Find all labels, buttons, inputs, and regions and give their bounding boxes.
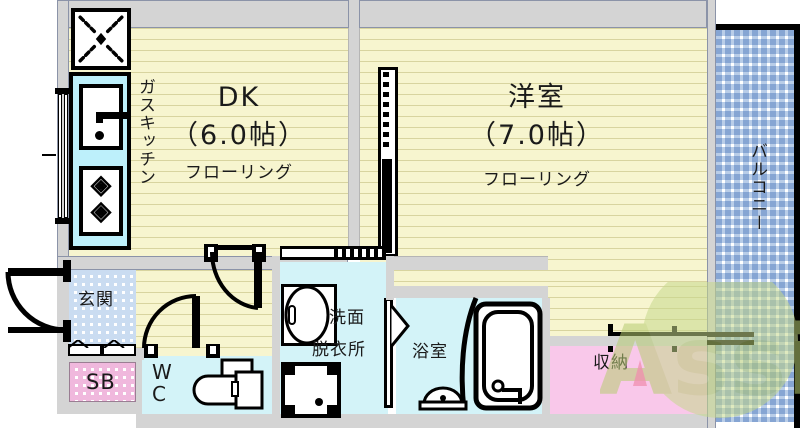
shoebox-cabinet-doors[interactable] (68, 340, 138, 356)
washbasin-vanity-icon (281, 284, 337, 346)
label-shoebox: SB (86, 370, 116, 394)
sink-faucet-icon (96, 112, 130, 119)
gas-stove-icon (79, 166, 123, 236)
door-jamb-bottom (63, 320, 71, 342)
label-bedroom-name: 洋室 (508, 82, 566, 113)
bath-folding-door[interactable] (384, 298, 410, 408)
label-bath: 浴室 (412, 342, 448, 362)
hall-floor (136, 270, 272, 356)
label-closet: 収納 (593, 353, 629, 373)
sink-faucet-base-icon (96, 112, 103, 123)
entrance-door[interactable] (0, 258, 72, 348)
label-wc-c: C (152, 382, 167, 406)
sliding-door-dk-bedroom[interactable] (378, 67, 398, 257)
door-jamb-top (63, 260, 71, 282)
wall-balcony-inner (707, 0, 716, 428)
label-dk-name: DK (217, 82, 261, 113)
label-washroom-bottom: 脱衣所 (312, 340, 366, 360)
label-wc-w: W (152, 360, 173, 384)
wc-door-jambs (144, 344, 220, 358)
exterior-wall-top (57, 0, 707, 28)
label-bedroom-finish: フローリング (483, 170, 591, 190)
sink-drain-icon (95, 131, 104, 140)
label-balcony: バルコニー (747, 142, 767, 232)
wall-bath-top (388, 286, 548, 298)
wall-bath-bottom (396, 414, 548, 428)
shower-seat-icon (418, 386, 468, 412)
label-dk-size: （6.0帖） (171, 120, 307, 151)
label-entrance: 玄関 (78, 290, 114, 310)
label-washroom-top: 洗面 (329, 308, 365, 328)
wall-above-shoebox (69, 354, 136, 362)
wall-bedroom-bath-divider (388, 256, 548, 270)
dk-door-swing[interactable] (206, 250, 272, 314)
window-kitchen (55, 88, 71, 224)
wall-segment-top-divider (348, 0, 360, 28)
bath-partition-curve (456, 296, 480, 412)
balcony-wall-top (716, 24, 800, 30)
shoebox-floor (69, 362, 136, 402)
window-kitchen-centerline (42, 154, 56, 156)
wall-hall-bottom-left (136, 348, 144, 360)
bathtub-icon (472, 300, 544, 412)
label-bedroom-size: （7.0帖） (469, 120, 605, 151)
wall-washroom-left (272, 256, 280, 428)
wall-closet-bottom (548, 414, 707, 428)
washroom-sliding-door[interactable] (280, 246, 386, 260)
wall-wc-bottom (136, 414, 278, 428)
wall-stub-washroom-bath (386, 256, 394, 300)
wall-below-shoebox (57, 402, 136, 414)
range-hood-icon (71, 8, 131, 70)
wall-bedroom-bottom-right (548, 336, 707, 346)
washing-machine-pan-icon (281, 362, 341, 418)
label-dk-finish: フローリング (185, 163, 293, 183)
entrance-tile-floor (69, 270, 136, 354)
balcony-threshold (716, 0, 800, 24)
wall-dk-bedroom (348, 28, 360, 256)
room-bedroom-floor (360, 28, 707, 286)
toilet-fixture-icon (178, 358, 264, 412)
label-kitchen: ガスキッチン (135, 78, 155, 186)
wall-wc-left (136, 356, 142, 414)
balcony-railing-icon (794, 24, 800, 428)
wc-door-swing[interactable] (140, 292, 204, 354)
wall-bath-right (542, 298, 550, 414)
